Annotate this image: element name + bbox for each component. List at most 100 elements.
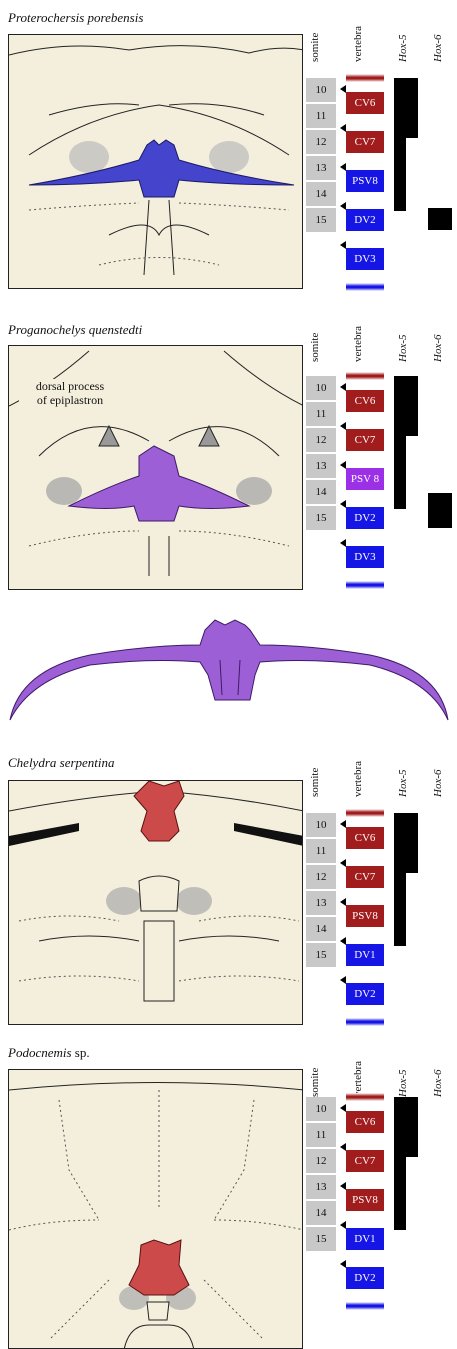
pectoral-element	[69, 446, 249, 521]
somite-box: 13	[306, 156, 336, 180]
vertebra-box: DV2	[346, 507, 384, 529]
vertebra-arrow	[340, 1260, 346, 1268]
header-somite: somite	[309, 33, 321, 62]
vertebra-stub-top	[346, 1093, 384, 1101]
header-hox5: Hox-5	[397, 335, 409, 363]
proterochersis-anatomy-svg	[9, 35, 303, 289]
somite-box: 15	[306, 506, 336, 530]
vertebra-arrow	[340, 202, 346, 210]
shell-drawing	[8, 1069, 303, 1349]
somite-box: 11	[306, 402, 336, 426]
header-vertebra: vertebra	[352, 326, 364, 362]
vertebra-box: CV7	[346, 866, 384, 888]
header-hox6: Hox-6	[432, 770, 444, 798]
header-hox5: Hox-5	[397, 770, 409, 798]
hox5-bar	[394, 78, 418, 138]
header-vertebra: vertebra	[352, 26, 364, 62]
panel-podocnemis: Podocnemis sp. somite vertebra Hox-5 Hox…	[0, 1035, 457, 1349]
vertebra-arrow	[340, 898, 346, 906]
hox5-bar	[394, 871, 406, 946]
hox5-bar	[394, 376, 418, 436]
vertebra-stub-bottom	[346, 1302, 384, 1310]
header-somite: somite	[309, 333, 321, 362]
vertebra-stub-top	[346, 74, 384, 82]
vertebra-arrow	[340, 937, 346, 945]
somite-box: 13	[306, 454, 336, 478]
vertebra-box: CV6	[346, 92, 384, 114]
hox5-bar	[394, 813, 418, 873]
somite-box: 12	[306, 1149, 336, 1173]
vertebra-box: CV7	[346, 429, 384, 451]
somite-box: 13	[306, 891, 336, 915]
pectoral-element	[29, 140, 294, 197]
header-hox6: Hox-6	[432, 335, 444, 363]
somite-box: 12	[306, 130, 336, 154]
vertebra-box: DV3	[346, 248, 384, 270]
header-vertebra: vertebra	[352, 1061, 364, 1097]
somite-box: 11	[306, 104, 336, 128]
vertebra-stub-bottom	[346, 283, 384, 291]
isolated-pectoral-element	[10, 620, 448, 720]
vertebra-arrow	[340, 383, 346, 391]
vertebra-box: PSV 8	[346, 468, 384, 490]
vertebra-stub-bottom	[346, 1018, 384, 1026]
vertebra-arrow	[340, 461, 346, 469]
pectoral-element	[134, 781, 184, 841]
somite-box: 11	[306, 1123, 336, 1147]
somite-box: 11	[306, 839, 336, 863]
vertebra-arrow	[340, 1143, 346, 1151]
vertebra-box: CV6	[346, 1111, 384, 1133]
somite-box: 10	[306, 78, 336, 102]
panel-title: Proganochelys quenstedti	[8, 322, 142, 338]
vertebra-box: DV3	[346, 546, 384, 568]
vertebra-arrow	[340, 976, 346, 984]
vertebra-box: CV6	[346, 390, 384, 412]
podocnemis-anatomy-svg	[9, 1070, 303, 1349]
hox6-bar	[428, 493, 452, 528]
vertebra-arrow	[340, 422, 346, 430]
vertebra-arrow	[340, 820, 346, 828]
vertebra-arrow	[340, 241, 346, 249]
vertebra-arrow	[340, 1182, 346, 1190]
header-hox5: Hox-5	[397, 1070, 409, 1098]
vertebra-box: CV7	[346, 131, 384, 153]
panel-chelydra: Chelydra serpentina somite vertebra Hox-…	[0, 735, 457, 1035]
somite-box: 15	[306, 208, 336, 232]
header-vertebra: vertebra	[352, 761, 364, 797]
hox5-bar	[394, 434, 406, 509]
vertebra-arrow	[340, 539, 346, 547]
somite-box: 14	[306, 480, 336, 504]
header-hox5: Hox-5	[397, 35, 409, 63]
somite-box: 10	[306, 813, 336, 837]
vertebra-box: CV7	[346, 1150, 384, 1172]
title-suffix: sp.	[72, 1045, 90, 1060]
header-hox6: Hox-6	[432, 1070, 444, 1098]
vertebra-arrow	[340, 124, 346, 132]
pectoral-element	[129, 1240, 189, 1295]
chelydra-anatomy-svg	[9, 781, 303, 1025]
vertebra-box: PSV8	[346, 170, 384, 192]
annotation-dorsal-process: dorsal process of epiplastron	[19, 379, 121, 407]
vertebra-box: PSV8	[346, 1189, 384, 1211]
hox5-bar	[394, 1097, 418, 1157]
vertebra-stub-top	[346, 809, 384, 817]
vertebra-box: DV2	[346, 983, 384, 1005]
shell-drawing	[8, 780, 303, 1025]
vertebra-box: DV1	[346, 1228, 384, 1250]
somite-box: 13	[306, 1175, 336, 1199]
vertebra-box: DV2	[346, 1267, 384, 1289]
somite-box: 12	[306, 428, 336, 452]
somite-box: 10	[306, 376, 336, 400]
shell-drawing: dorsal process of epiplastron	[8, 345, 303, 590]
somite-box: 14	[306, 182, 336, 206]
somite-box: 14	[306, 917, 336, 941]
vertebra-arrow	[340, 85, 346, 93]
panel-proterochersis: Proterochersis porebensis somite vertebr…	[0, 0, 457, 300]
somite-box: 10	[306, 1097, 336, 1121]
header-somite: somite	[309, 1068, 321, 1097]
somite-box: 15	[306, 943, 336, 967]
hox6-bar	[428, 208, 452, 230]
vertebra-box: DV2	[346, 209, 384, 231]
panel-title: Podocnemis sp.	[8, 1045, 90, 1061]
vertebra-box: CV6	[346, 827, 384, 849]
